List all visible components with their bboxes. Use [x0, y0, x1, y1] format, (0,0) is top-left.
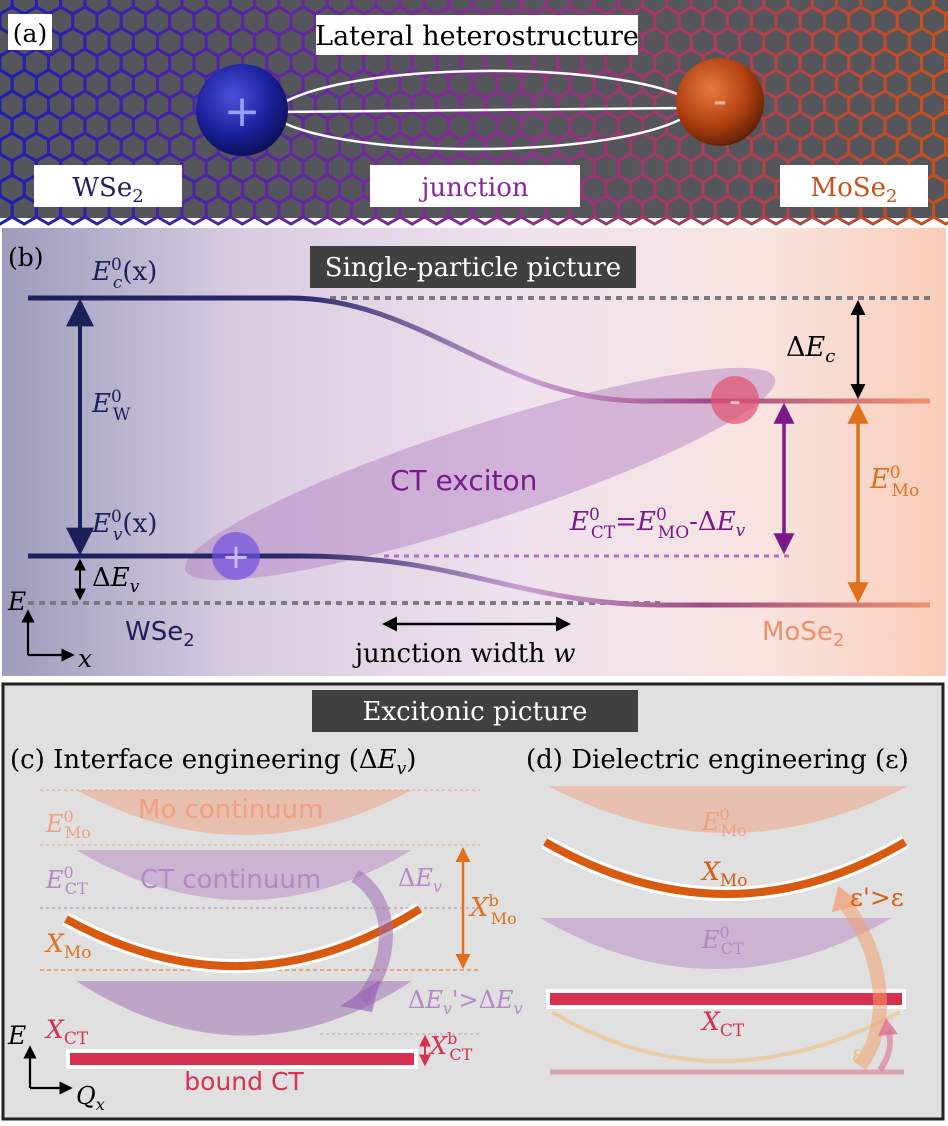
- d-xct-lowered-curve: [550, 1010, 901, 1063]
- c-axis-x-label: Qx: [76, 1082, 105, 1114]
- valence-band-line: [28, 553, 930, 608]
- panel-cd-title-box: [312, 690, 638, 732]
- panel-b-title: Single-particle picture: [325, 253, 621, 283]
- d-xct-band: [550, 993, 902, 1005]
- c-devp-label: ΔEv'>ΔEv: [408, 986, 523, 1018]
- panel-c-title: (c) Interface engineering (ΔEv): [10, 745, 416, 779]
- panel-b-axis-x-label: x: [78, 644, 92, 673]
- c-shift-arrow-head: [340, 980, 380, 1012]
- electron-particle: [711, 376, 759, 424]
- d-shift-arrow-shaft: [840, 900, 887, 1071]
- panel-b-axis-y-label: E: [7, 587, 26, 616]
- d-eps-prime-label: ε'>ε: [850, 883, 904, 912]
- dev-label: ΔEv: [92, 563, 140, 597]
- c-dev-label: ΔEv: [398, 864, 442, 896]
- panel-a-title-box: [316, 15, 638, 55]
- panel-a-tag: (a): [13, 19, 47, 48]
- d-emo-continuum: [548, 786, 908, 833]
- d-eps-label: ε: [852, 1040, 864, 1068]
- c-ct-continuum-lowered: [76, 981, 412, 1036]
- c-bound-ct-band: [70, 1053, 414, 1065]
- electron-particle-sign: -: [729, 381, 741, 421]
- d-small-arrow-head: [878, 1018, 898, 1036]
- d-shift-arrow-head: [832, 886, 862, 912]
- conduction-band-line: [28, 295, 930, 404]
- junction-label: junction: [418, 173, 529, 203]
- electron-ball: [676, 58, 764, 146]
- d-xmo-band: [543, 838, 908, 898]
- panel-a-tag-box: [8, 14, 52, 50]
- mose2-label-box: [780, 165, 928, 207]
- d-xct-label: XCT: [700, 1007, 745, 1041]
- wse2-label-box: [34, 165, 182, 207]
- dec-label: ΔEc: [786, 332, 835, 367]
- hole-particle-sign: +: [222, 537, 251, 577]
- wse2-label: WSe2: [72, 173, 143, 207]
- hole-ball: [196, 64, 288, 156]
- junction-width-label: junction width w: [352, 639, 575, 669]
- c-xmo-band: [64, 905, 423, 970]
- panel-b-title-box: [310, 246, 636, 288]
- hole-particle: [212, 532, 260, 580]
- d-ect-continuum: [540, 918, 892, 969]
- ct-exciton-cloud: [184, 367, 776, 581]
- dipole-field-lines: [274, 69, 691, 151]
- panel-d-title: (d) Dielectric engineering (ε): [526, 745, 909, 775]
- panel-cd: Excitonic picture (c) Interface engineer…: [1, 682, 945, 1121]
- mose2-label: MoSe2: [811, 173, 898, 207]
- hexagon-cell: [932, 194, 948, 226]
- c-xct-label: XCT: [44, 1015, 89, 1049]
- junction-label-box: [370, 165, 580, 207]
- panel-cd-background: [1, 682, 945, 1121]
- panel-cd-title: Excitonic picture: [362, 697, 587, 727]
- electron-minus-sign: -: [713, 78, 727, 124]
- hole-plus-sign: +: [224, 86, 261, 137]
- c-ct-continuum-label: CT continuum: [140, 865, 321, 895]
- c-mo-continuum-label: Mo continuum: [138, 795, 323, 825]
- c-xmo-label: XMo: [44, 929, 91, 963]
- panel-a-title: Lateral heterostructure: [315, 21, 639, 52]
- panel-b-wse2-label: WSe2: [125, 617, 195, 651]
- c-axis-y-label: E: [7, 1021, 26, 1050]
- panel-b-tag: (b): [8, 243, 44, 272]
- c-mo-continuum: [76, 790, 412, 835]
- panel-b-mose2-label: MoSe2: [762, 617, 844, 651]
- d-xmo-label: XMo: [700, 857, 747, 891]
- c-bound-ct-label: bound CT: [184, 1067, 304, 1096]
- c-ct-continuum: [76, 850, 412, 900]
- panel-a: + - (a) Lateral heterostructure WSe2 jun…: [0, 0, 948, 226]
- ct-exciton-label: CT exciton: [390, 464, 537, 497]
